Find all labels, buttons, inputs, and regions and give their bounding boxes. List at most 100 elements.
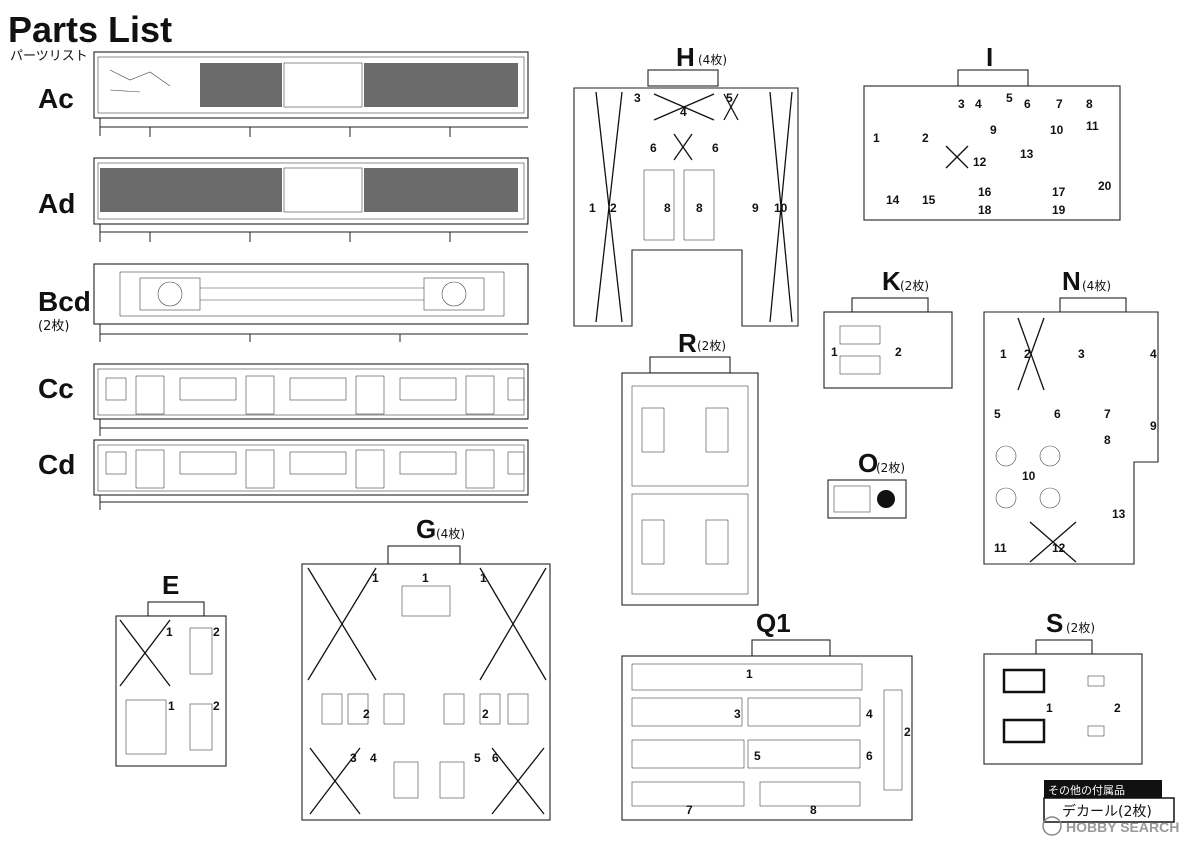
svg-text:1: 1 [372, 571, 379, 585]
accessories-item: デカール(2枚) [1062, 803, 1152, 820]
runner-label-k: K [882, 266, 901, 296]
runner-e: E 1 2 1 2 [115, 570, 227, 767]
svg-text:20: 20 [1098, 179, 1112, 193]
runner-count-s: (2枚) [1066, 620, 1095, 635]
svg-text:2: 2 [213, 625, 220, 639]
page-title: Parts List [8, 9, 172, 50]
section-label-ac: Ac [38, 83, 74, 114]
runner-n: N (4枚) 1 2 3 4 5 6 7 8 9 10 11 12 13 [983, 266, 1159, 565]
svg-text:8: 8 [810, 803, 817, 817]
runner-label-s: S [1046, 608, 1063, 638]
svg-text:1: 1 [1000, 347, 1007, 361]
runner-g: G (4枚) 1 1 1 2 2 3 4 5 6 [301, 514, 551, 821]
svg-text:12: 12 [973, 155, 987, 169]
svg-text:8: 8 [696, 201, 703, 215]
runner-count-o: (2枚) [876, 460, 905, 475]
svg-text:3: 3 [958, 97, 965, 111]
svg-text:10: 10 [1050, 123, 1064, 137]
svg-text:9: 9 [990, 123, 997, 137]
svg-text:3: 3 [350, 751, 357, 765]
svg-text:5: 5 [474, 751, 481, 765]
svg-text:2: 2 [610, 201, 617, 215]
section-label-ad: Ad [38, 188, 75, 219]
runner-count-r: (2枚) [697, 338, 726, 353]
floor-part-bcd [93, 263, 529, 342]
svg-text:7: 7 [1104, 407, 1111, 421]
svg-text:8: 8 [1086, 97, 1093, 111]
svg-text:1: 1 [1046, 701, 1053, 715]
svg-text:2: 2 [213, 699, 220, 713]
runner-label-n: N [1062, 266, 1081, 296]
svg-text:1: 1 [873, 131, 880, 145]
runner-label-o: O [858, 448, 878, 478]
svg-text:6: 6 [866, 749, 873, 763]
svg-text:6: 6 [1024, 97, 1031, 111]
svg-text:3: 3 [734, 707, 741, 721]
runner-s: S (2枚) 1 2 [983, 608, 1143, 765]
svg-text:19: 19 [1052, 203, 1066, 217]
svg-text:1: 1 [831, 345, 838, 359]
svg-text:1: 1 [746, 667, 753, 681]
svg-text:3: 3 [1078, 347, 1085, 361]
svg-text:5: 5 [726, 91, 733, 105]
svg-text:11: 11 [994, 541, 1007, 555]
runner-q1: Q1 1 2 3 4 5 6 7 8 [621, 608, 913, 821]
roof-part-ac [93, 51, 529, 137]
section-count-bcd: (2枚) [38, 319, 69, 334]
runner-r: R (2枚) [621, 328, 759, 606]
svg-text:1: 1 [166, 625, 173, 639]
svg-text:9: 9 [752, 201, 759, 215]
svg-text:2: 2 [482, 707, 489, 721]
svg-text:1: 1 [168, 699, 175, 713]
runner-label-g: G [416, 514, 436, 544]
roof-part-ad [93, 157, 529, 242]
accessories-header: その他の付属品 [1048, 784, 1125, 797]
svg-text:10: 10 [1022, 469, 1036, 483]
side-part-cd [93, 439, 529, 510]
svg-text:2: 2 [1024, 347, 1031, 361]
svg-text:5: 5 [1006, 91, 1013, 105]
runner-k: K (2枚) 1 2 [823, 266, 953, 389]
svg-text:8: 8 [664, 201, 671, 215]
svg-text:9: 9 [1150, 419, 1157, 433]
watermark: HOBBY SEARCH [1042, 816, 1179, 836]
runner-label-q1: Q1 [756, 608, 791, 638]
svg-text:2: 2 [363, 707, 370, 721]
svg-text:4: 4 [680, 105, 687, 119]
runner-label-h: H [676, 42, 695, 72]
runner-count-h: (4枚) [698, 52, 727, 67]
runner-label-i: I [986, 42, 993, 72]
svg-text:16: 16 [978, 185, 992, 199]
svg-text:18: 18 [978, 203, 992, 217]
section-label-cc: Cc [38, 373, 74, 404]
svg-text:13: 13 [1020, 147, 1034, 161]
svg-text:3: 3 [634, 91, 641, 105]
svg-text:11: 11 [1086, 119, 1099, 133]
svg-text:1: 1 [480, 571, 487, 585]
svg-text:2: 2 [904, 725, 911, 739]
svg-text:7: 7 [686, 803, 693, 817]
svg-text:17: 17 [1052, 185, 1066, 199]
side-part-cc [93, 363, 529, 436]
runner-count-k: (2枚) [900, 278, 929, 293]
svg-text:2: 2 [1114, 701, 1121, 715]
svg-text:10: 10 [774, 201, 788, 215]
svg-text:1: 1 [589, 201, 596, 215]
svg-text:6: 6 [712, 141, 719, 155]
runner-o: O (2枚) [827, 448, 907, 519]
svg-text:8: 8 [1104, 433, 1111, 447]
runner-label-e: E [162, 570, 179, 600]
svg-text:2: 2 [922, 131, 929, 145]
svg-text:5: 5 [754, 749, 761, 763]
svg-text:6: 6 [492, 751, 499, 765]
svg-text:4: 4 [975, 97, 982, 111]
page-subtitle: パーツリスト [10, 49, 88, 64]
runner-label-r: R [678, 328, 697, 358]
svg-text:2: 2 [895, 345, 902, 359]
watermark-text: HOBBY SEARCH [1066, 819, 1179, 835]
runner-count-n: (4枚) [1082, 278, 1111, 293]
runner-h: H (4枚) 1 2 3 4 5 6 6 8 8 9 10 [573, 42, 799, 327]
svg-text:15: 15 [922, 193, 936, 207]
svg-text:12: 12 [1052, 541, 1066, 555]
